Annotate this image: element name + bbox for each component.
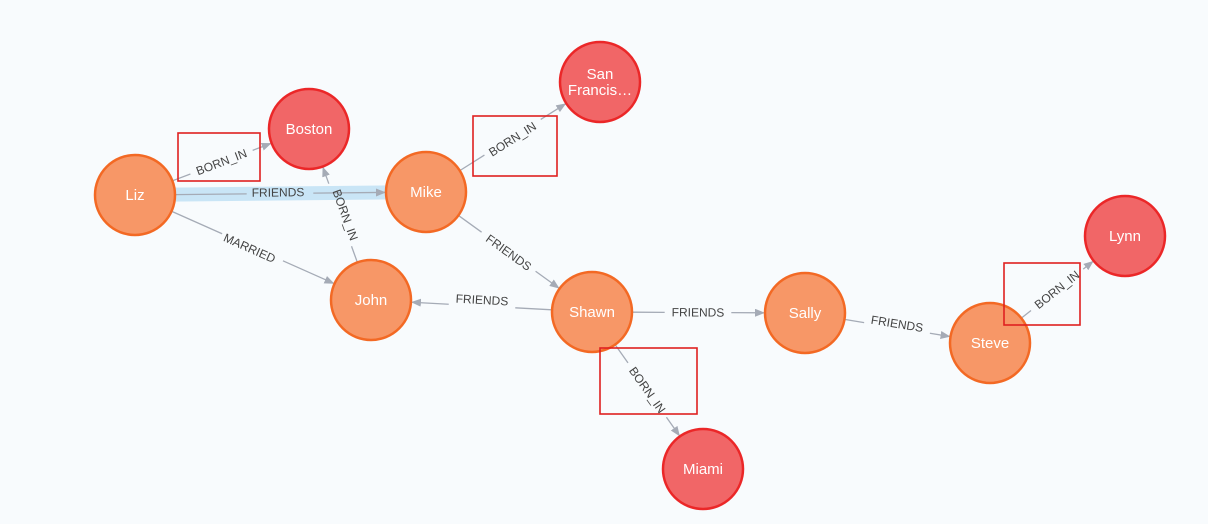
node-label: Lynn bbox=[1109, 228, 1141, 245]
edge-steve-lynn[interactable]: BORN_IN bbox=[1020, 260, 1094, 319]
edge-arrow bbox=[410, 298, 449, 307]
edge-mike-shawn[interactable]: FRIENDS bbox=[458, 214, 560, 289]
edge-label: BORN_IN bbox=[486, 119, 539, 159]
node-boston[interactable]: Boston bbox=[267, 87, 351, 171]
edge-label: MARRIED bbox=[221, 231, 278, 266]
edge-arrow bbox=[322, 166, 330, 184]
node-label-line: Francis… bbox=[568, 82, 632, 99]
edge-liz-mike[interactable]: FRIENDS bbox=[174, 185, 387, 200]
edge-label: FRIENDS bbox=[672, 305, 725, 319]
edge-line bbox=[844, 318, 865, 324]
node-label-line: San bbox=[587, 66, 614, 83]
edge-label: BORN_IN bbox=[1032, 268, 1083, 312]
edge-mike-sanfrancisco[interactable]: BORN_IN bbox=[459, 103, 567, 172]
edge-line bbox=[1020, 309, 1032, 319]
highlight-box bbox=[599, 347, 698, 415]
node-john[interactable]: John bbox=[329, 258, 413, 342]
city-node-circle bbox=[558, 40, 642, 124]
node-lynn[interactable]: Lynn bbox=[1083, 194, 1167, 278]
edge-line bbox=[172, 173, 191, 182]
highlight-box bbox=[1003, 262, 1081, 326]
highlight-box bbox=[472, 115, 558, 177]
node-label: Miami bbox=[683, 461, 723, 478]
edge-line bbox=[350, 246, 358, 263]
edge-label: BORN_IN bbox=[194, 146, 249, 178]
edge-shawn-john[interactable]: FRIENDS bbox=[410, 292, 553, 311]
person-node-circle bbox=[948, 301, 1032, 385]
city-node-circle bbox=[661, 427, 745, 511]
edge-label: FRIENDS bbox=[455, 292, 508, 309]
edge-john-boston[interactable]: BORN_IN bbox=[322, 166, 361, 263]
node-label: Shawn bbox=[569, 304, 615, 321]
person-node-circle bbox=[93, 153, 177, 237]
city-node-circle bbox=[1083, 194, 1167, 278]
node-label: Mike bbox=[410, 184, 442, 201]
node-shawn[interactable]: Shawn bbox=[550, 270, 634, 354]
edge-shawn-miami[interactable]: BORN_IN bbox=[614, 344, 680, 437]
edge-label: FRIENDS bbox=[483, 232, 534, 274]
node-steve[interactable]: Steve bbox=[948, 301, 1032, 385]
edge-label: BORN_IN bbox=[626, 364, 668, 416]
node-mike[interactable]: Mike bbox=[384, 150, 468, 234]
edge-line bbox=[171, 210, 223, 235]
edge-arrow bbox=[929, 331, 951, 339]
node-label: John bbox=[355, 292, 388, 309]
edge-sally-steve[interactable]: FRIENDS bbox=[844, 313, 951, 339]
edge-liz-boston[interactable]: BORN_IN bbox=[172, 142, 272, 182]
node-label: Steve bbox=[971, 335, 1009, 352]
person-node-circle bbox=[384, 150, 468, 234]
edge-arrow bbox=[540, 103, 567, 121]
node-label: Sally bbox=[789, 305, 822, 322]
person-node-circle bbox=[763, 271, 847, 355]
city-node-circle bbox=[267, 87, 351, 171]
node-label: Boston bbox=[286, 121, 333, 138]
edge-arrow bbox=[665, 416, 680, 437]
edge-liz-john[interactable]: MARRIED bbox=[171, 210, 335, 284]
edge-label: FRIENDS bbox=[870, 313, 924, 335]
node-sally[interactable]: Sally bbox=[763, 271, 847, 355]
edge-label: FRIENDS bbox=[252, 185, 305, 200]
node-liz[interactable]: Liz bbox=[93, 153, 177, 237]
edge-line bbox=[459, 154, 485, 172]
edge-shawn-sally[interactable]: FRIENDS bbox=[631, 305, 766, 320]
edge-arrow bbox=[1082, 260, 1094, 271]
edge-arrow bbox=[252, 142, 272, 151]
edge-line bbox=[174, 193, 247, 196]
edge-line bbox=[458, 214, 482, 233]
edge-arrow bbox=[535, 270, 560, 289]
highlight-box bbox=[177, 132, 261, 182]
edge-arrow bbox=[313, 188, 387, 197]
edge-line bbox=[515, 307, 553, 311]
node-miami[interactable]: Miami bbox=[661, 427, 745, 511]
person-node-circle bbox=[550, 270, 634, 354]
edge-arrow bbox=[282, 260, 335, 284]
node-label: Liz bbox=[125, 187, 144, 204]
person-node-circle bbox=[329, 258, 413, 342]
